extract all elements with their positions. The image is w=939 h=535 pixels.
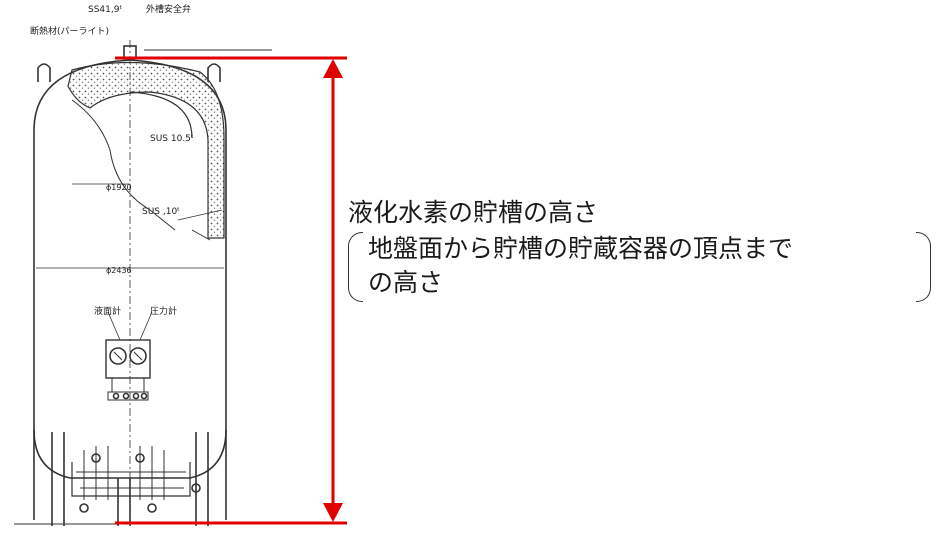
caption-note: 地盤面から貯槽の貯蔵容器の頂点まで の高さ [348,232,931,302]
safety-valve-label: 外槽安全弁 [146,3,191,15]
inner-diameter-label: ϕ1920 [106,183,132,192]
pressure-gauge-label: 圧力計 [150,305,177,317]
level-gauge-label: 液面計 [94,305,121,317]
height-marker [115,56,347,525]
top-plate-label: SS41,9ᵗ [88,5,122,15]
caption-note-line2: の高さ [368,268,444,297]
insulation-label: 断熱材(パーライト) [30,25,109,37]
outer-diameter-label: ϕ2436 [106,266,132,275]
insulation-region [67,61,225,239]
left-bracket [348,232,363,302]
right-bracket [916,232,931,302]
caption-title: 液化水素の貯槽の高さ [348,198,599,227]
caption-note-line1: 地盤面から貯槽の貯蔵容器の頂点まで [368,234,794,263]
height-caption: 液化水素の貯槽の高さ 地盤面から貯槽の貯蔵容器の頂点まで の高さ [348,196,931,302]
inner-material-label: SUS 10.5ᵗ [150,134,194,144]
inner-wall-label: SUS ,10ᵗ [142,207,180,217]
